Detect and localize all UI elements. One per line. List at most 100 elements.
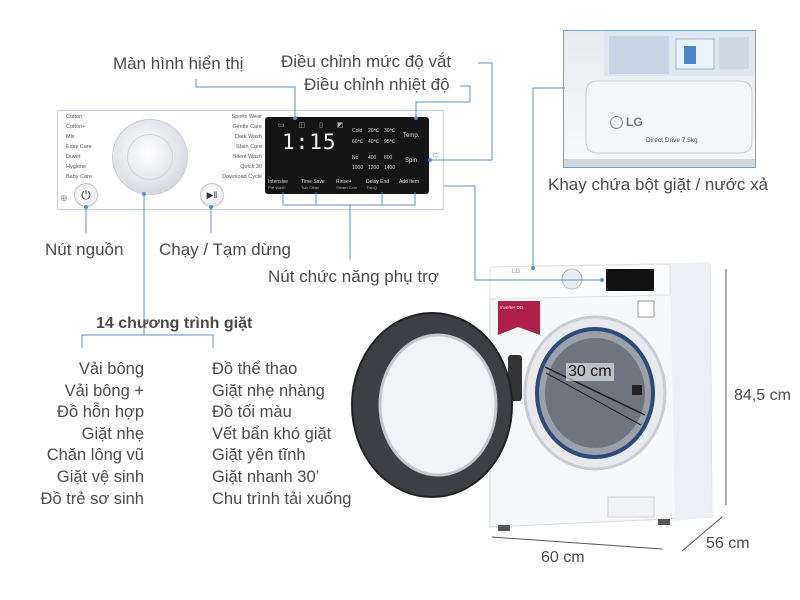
detergent-drawer-photo: LG Direct Drive 7.5kg — [563, 30, 756, 168]
label-detergent-drawer: Khay chứa bột giặt / nước xả — [548, 175, 769, 194]
program-item: Chu trình tải xuống — [212, 489, 352, 508]
display-digits: 1:15 — [282, 130, 337, 154]
door-latch — [632, 385, 642, 395]
label-width: 60 cm — [541, 549, 585, 566]
option-label: Time Save — [301, 179, 325, 185]
machine-sticker-text: Inverter DD — [500, 305, 524, 310]
option-button-intensive[interactable]: Intensive Pre Wash — [268, 179, 300, 190]
program-item: Đồ tối màu — [212, 403, 292, 422]
play-pause-icon: ▶‖ — [206, 189, 218, 200]
program-item: Đồ thể thao — [212, 360, 298, 378]
program-item: Vải bông + — [64, 381, 144, 400]
display-temp-value: 20℃ — [368, 128, 380, 134]
program-item: Đồ trẻ sơ sinh — [40, 489, 144, 508]
display-spin-label: Spin — [405, 158, 418, 164]
power-icon: ⏻ — [81, 187, 91, 202]
display-temp-value: 40℃ — [368, 139, 380, 145]
option-sub: Pre Wash — [268, 185, 286, 190]
display-spin-value: 1200 — [368, 165, 380, 171]
display-temp-value: 30℃ — [384, 128, 396, 134]
label-depth: 56 cm — [706, 535, 750, 552]
program-item: Giặt nhẹ — [81, 424, 144, 443]
programs-list-right: Đồ thể thao Giặt nhẹ nhàng Đồ tối màu Vế… — [212, 359, 382, 510]
label-height: 84,5 cm — [734, 387, 791, 404]
program-item: Giặt vệ sinh — [56, 467, 144, 486]
display-temp-value: 60℃ — [352, 139, 364, 145]
dial-label: Gentle Care — [232, 124, 262, 130]
program-item: Đồ hỗn hợp — [57, 403, 144, 422]
child-lock-icon: ⊕ — [60, 193, 68, 203]
program-item: Vết bẩn khó giặt — [212, 424, 332, 443]
drawer-badge: Direct Drive 7.5kg — [646, 137, 698, 144]
label-aux-functions: Nút chức năng phụ trợ — [268, 267, 439, 286]
programs-title: 14 chương trình giặt — [96, 315, 253, 332]
washing-machine-illustration — [351, 262, 727, 552]
option-button-add-item[interactable]: Add Item — [399, 179, 429, 185]
program-dial-center[interactable] — [128, 135, 172, 179]
drawer-illustration — [564, 31, 755, 167]
label-spin-level: Điều chỉnh mức độ vắt — [281, 52, 452, 71]
display-status-icons: ▭ ◫ ▯ ◩ — [278, 122, 350, 129]
dial-label: Stain Care — [236, 144, 262, 150]
option-button-time-save[interactable]: Time Save Tub Clean — [301, 179, 333, 190]
display-spin-value: 1400 — [384, 165, 396, 171]
drawer-brand: LG — [626, 115, 643, 129]
depth-dimension-line — [681, 516, 723, 552]
label-power-button: Nút nguồn — [45, 240, 124, 259]
display-spin-value: 1000 — [352, 165, 364, 171]
dial-label: Cotton+ — [66, 124, 86, 130]
option-label: Rinse+ — [336, 179, 352, 185]
dial-label: Duvet — [66, 154, 81, 160]
option-label: Delay End — [366, 179, 390, 185]
dial-label: Dark Wash — [235, 134, 262, 140]
display-spin-value: 400 — [368, 155, 377, 161]
programs-list-left: Vải bông Vải bông + Đồ hỗn hợp Giặt nhẹ … — [10, 359, 144, 510]
dial-program-labels-left: Cotton Cotton+ Mix Easy Care Duvet Hygie… — [66, 114, 114, 184]
display-spin-value: No — [352, 155, 359, 161]
lg-logo-icon — [610, 115, 623, 129]
door-glass — [378, 333, 498, 477]
display-temp-label: Temp. — [403, 133, 420, 139]
width-dimension-line — [491, 536, 663, 550]
label-temperature: Điều chỉnh nhiệt độ — [304, 75, 450, 94]
dial-label: Silent Wash — [232, 154, 262, 160]
dial-label: Easy Care — [66, 144, 92, 150]
dial-label: Download Cycle — [222, 174, 262, 180]
option-sub: ThinQ — [366, 185, 377, 190]
machine-display — [606, 269, 654, 291]
machine-side — [670, 263, 712, 521]
dial-program-labels-right: Sports Wear Gentle Care Dark Wash Stain … — [192, 114, 262, 184]
program-item: Giặt yên tĩnh — [212, 446, 306, 465]
dial-label: Sports Wear — [231, 114, 262, 120]
power-button[interactable]: ⏻ — [74, 183, 98, 207]
option-button-delay-end[interactable]: Delay End ThinQ — [366, 179, 398, 190]
program-item: Chăn lông vũ — [46, 446, 144, 465]
label-display: Màn hình hiển thị — [113, 54, 244, 73]
option-sub: Tub Clean — [301, 185, 320, 190]
machine-knob — [561, 268, 583, 290]
filter-cover — [607, 496, 655, 518]
dial-label: Quick 30 — [240, 164, 262, 170]
display-spin-value: 800 — [384, 155, 393, 161]
option-label: Add Item — [399, 179, 420, 185]
machine-lg-logo: LG — [512, 269, 521, 275]
display-cold-label: Cold — [352, 128, 363, 134]
option-label: Intensive — [268, 179, 289, 185]
label-drum-diameter: 30 cm — [566, 363, 614, 381]
drawer-lg-logo: LG — [610, 115, 643, 129]
option-sub: Steam Care — [336, 185, 358, 190]
program-item: Giặt nhẹ nhàng — [212, 381, 325, 400]
option-button-rinse[interactable]: Rinse+ Steam Care — [336, 179, 366, 190]
lcd-display — [265, 117, 429, 194]
label-start-pause: Chạy / Tạm dừng — [159, 240, 292, 259]
inverter-label — [637, 300, 655, 318]
machine-sticker — [498, 301, 540, 335]
display-temp-value: 95℃ — [384, 139, 396, 145]
wifi-tag-icon: ⊂ — [432, 150, 440, 160]
dial-label: Cotton — [66, 114, 83, 120]
dial-label: Mix — [66, 134, 75, 140]
start-pause-button[interactable]: ▶‖ — [200, 183, 224, 207]
program-item: Giặt nhanh 30’ — [212, 467, 320, 486]
program-item: Vải bông — [78, 360, 144, 378]
